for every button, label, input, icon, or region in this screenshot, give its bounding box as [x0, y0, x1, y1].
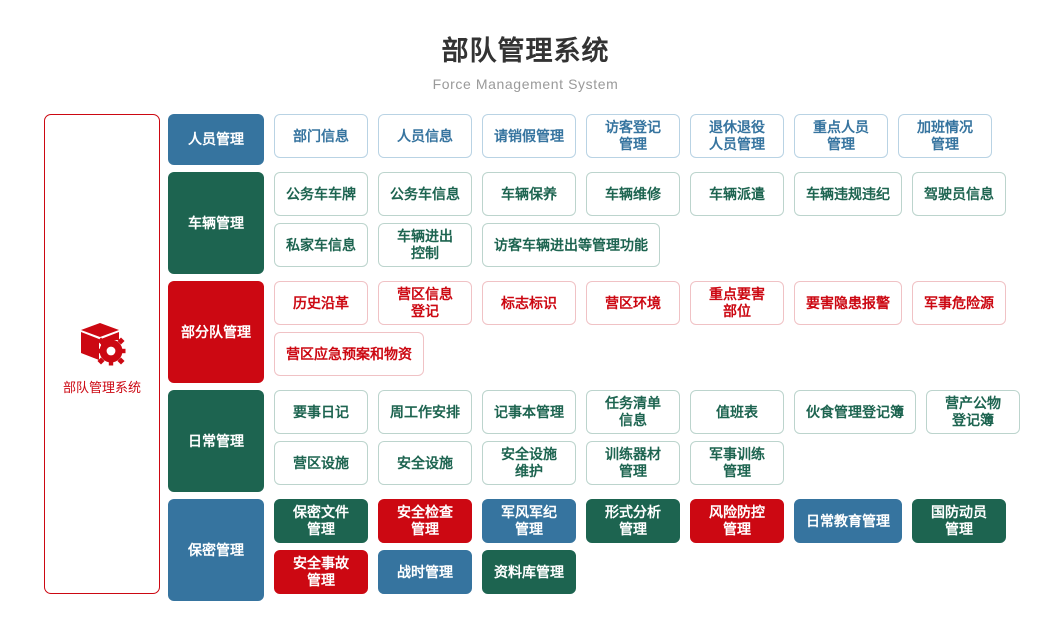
menu-tile[interactable]: 值班表	[690, 390, 784, 434]
menu-tile[interactable]: 重点人员 管理	[794, 114, 888, 158]
category-row: 车辆管理公务车车牌公务车信息车辆保养车辆维修车辆派遣车辆违规违纪驾驶员信息私家车…	[168, 172, 1051, 274]
menu-tile[interactable]: 人员信息	[378, 114, 472, 158]
category-items: 历史沿革营区信息 登记标志标识营区环境重点要害 部位要害隐患报警军事危险源营区应…	[274, 281, 1051, 383]
category-chip[interactable]: 人员管理	[168, 114, 264, 165]
menu-tile[interactable]: 营区设施	[274, 441, 368, 485]
menu-tile[interactable]: 任务清单 信息	[586, 390, 680, 434]
menu-tile[interactable]: 要事日记	[274, 390, 368, 434]
menu-tile[interactable]: 军风军纪 管理	[482, 499, 576, 543]
menu-tile[interactable]: 安全设施	[378, 441, 472, 485]
menu-tile[interactable]: 公务车车牌	[274, 172, 368, 216]
menu-tile[interactable]: 形式分析 管理	[586, 499, 680, 543]
menu-tile[interactable]: 安全设施 维护	[482, 441, 576, 485]
menu-tile[interactable]: 访客车辆进出等管理功能	[482, 223, 660, 267]
menu-tile[interactable]: 保密文件 管理	[274, 499, 368, 543]
sidebar-brand: 部队管理系统	[63, 320, 141, 396]
menu-tile[interactable]: 驾驶员信息	[912, 172, 1006, 216]
menu-tile[interactable]: 周工作安排	[378, 390, 472, 434]
category-row: 保密管理保密文件 管理安全检查 管理军风军纪 管理形式分析 管理风险防控 管理日…	[168, 499, 1051, 601]
menu-tile[interactable]: 公务车信息	[378, 172, 472, 216]
sidebar[interactable]: 部队管理系统	[44, 114, 160, 594]
menu-tile[interactable]: 车辆进出 控制	[378, 223, 472, 267]
menu-tile[interactable]: 日常教育管理	[794, 499, 902, 543]
category-row: 人员管理部门信息人员信息请销假管理访客登记 管理退休退役 人员管理重点人员 管理…	[168, 114, 1051, 165]
category-chip[interactable]: 部分队管理	[168, 281, 264, 383]
category-items: 保密文件 管理安全检查 管理军风军纪 管理形式分析 管理风险防控 管理日常教育管…	[274, 499, 1051, 601]
menu-tile[interactable]: 车辆违规违纪	[794, 172, 902, 216]
menu-tile[interactable]: 重点要害 部位	[690, 281, 784, 325]
menu-tile[interactable]: 军事训练 管理	[690, 441, 784, 485]
menu-tile[interactable]: 请销假管理	[482, 114, 576, 158]
menu-tile[interactable]: 安全事故 管理	[274, 550, 368, 594]
menu-tile[interactable]: 车辆保养	[482, 172, 576, 216]
menu-tile[interactable]: 部门信息	[274, 114, 368, 158]
menu-tile[interactable]: 访客登记 管理	[586, 114, 680, 158]
category-items: 公务车车牌公务车信息车辆保养车辆维修车辆派遣车辆违规违纪驾驶员信息私家车信息车辆…	[274, 172, 1051, 274]
menu-tile[interactable]: 战时管理	[378, 550, 472, 594]
menu-tile[interactable]: 训练器材 管理	[586, 441, 680, 485]
category-chip[interactable]: 保密管理	[168, 499, 264, 601]
menu-tile[interactable]: 营区信息 登记	[378, 281, 472, 325]
box-gear-icon	[78, 320, 126, 368]
category-items: 要事日记周工作安排记事本管理任务清单 信息值班表伙食管理登记簿营产公物 登记簿营…	[274, 390, 1051, 492]
category-items: 部门信息人员信息请销假管理访客登记 管理退休退役 人员管理重点人员 管理加班情况…	[274, 114, 1051, 165]
menu-tile[interactable]: 私家车信息	[274, 223, 368, 267]
menu-tile[interactable]: 伙食管理登记簿	[794, 390, 916, 434]
sidebar-label: 部队管理系统	[62, 380, 141, 395]
menu-tile[interactable]: 风险防控 管理	[690, 499, 784, 543]
menu-tile[interactable]: 车辆维修	[586, 172, 680, 216]
menu-tile[interactable]: 军事危险源	[912, 281, 1006, 325]
category-chip[interactable]: 日常管理	[168, 390, 264, 492]
page-header: 部队管理系统 Force Management System	[0, 0, 1051, 93]
category-chip[interactable]: 车辆管理	[168, 172, 264, 274]
page-body: 部队管理系统 人员管理部门信息人员信息请销假管理访客登记 管理退休退役 人员管理…	[0, 114, 1051, 608]
menu-tile[interactable]: 营区应急预案和物资	[274, 332, 424, 376]
category-row: 部分队管理历史沿革营区信息 登记标志标识营区环境重点要害 部位要害隐患报警军事危…	[168, 281, 1051, 383]
menu-tile[interactable]: 国防动员 管理	[912, 499, 1006, 543]
menu-tile[interactable]: 要害隐患报警	[794, 281, 902, 325]
page-title: 部队管理系统	[441, 36, 610, 66]
menu-tile[interactable]: 加班情况 管理	[898, 114, 992, 158]
menu-tile[interactable]: 记事本管理	[482, 390, 576, 434]
menu-tile[interactable]: 营区环境	[586, 281, 680, 325]
menu-tile[interactable]: 标志标识	[482, 281, 576, 325]
menu-tile[interactable]: 车辆派遣	[690, 172, 784, 216]
menu-tile[interactable]: 资料库管理	[482, 550, 576, 594]
category-grid: 人员管理部门信息人员信息请销假管理访客登记 管理退休退役 人员管理重点人员 管理…	[168, 114, 1051, 608]
menu-tile[interactable]: 营产公物 登记簿	[926, 390, 1020, 434]
menu-tile[interactable]: 安全检查 管理	[378, 499, 472, 543]
page-subtitle: Force Management System	[432, 76, 619, 92]
category-row: 日常管理要事日记周工作安排记事本管理任务清单 信息值班表伙食管理登记簿营产公物 …	[168, 390, 1051, 492]
menu-tile[interactable]: 退休退役 人员管理	[690, 114, 784, 158]
menu-tile[interactable]: 历史沿革	[274, 281, 368, 325]
